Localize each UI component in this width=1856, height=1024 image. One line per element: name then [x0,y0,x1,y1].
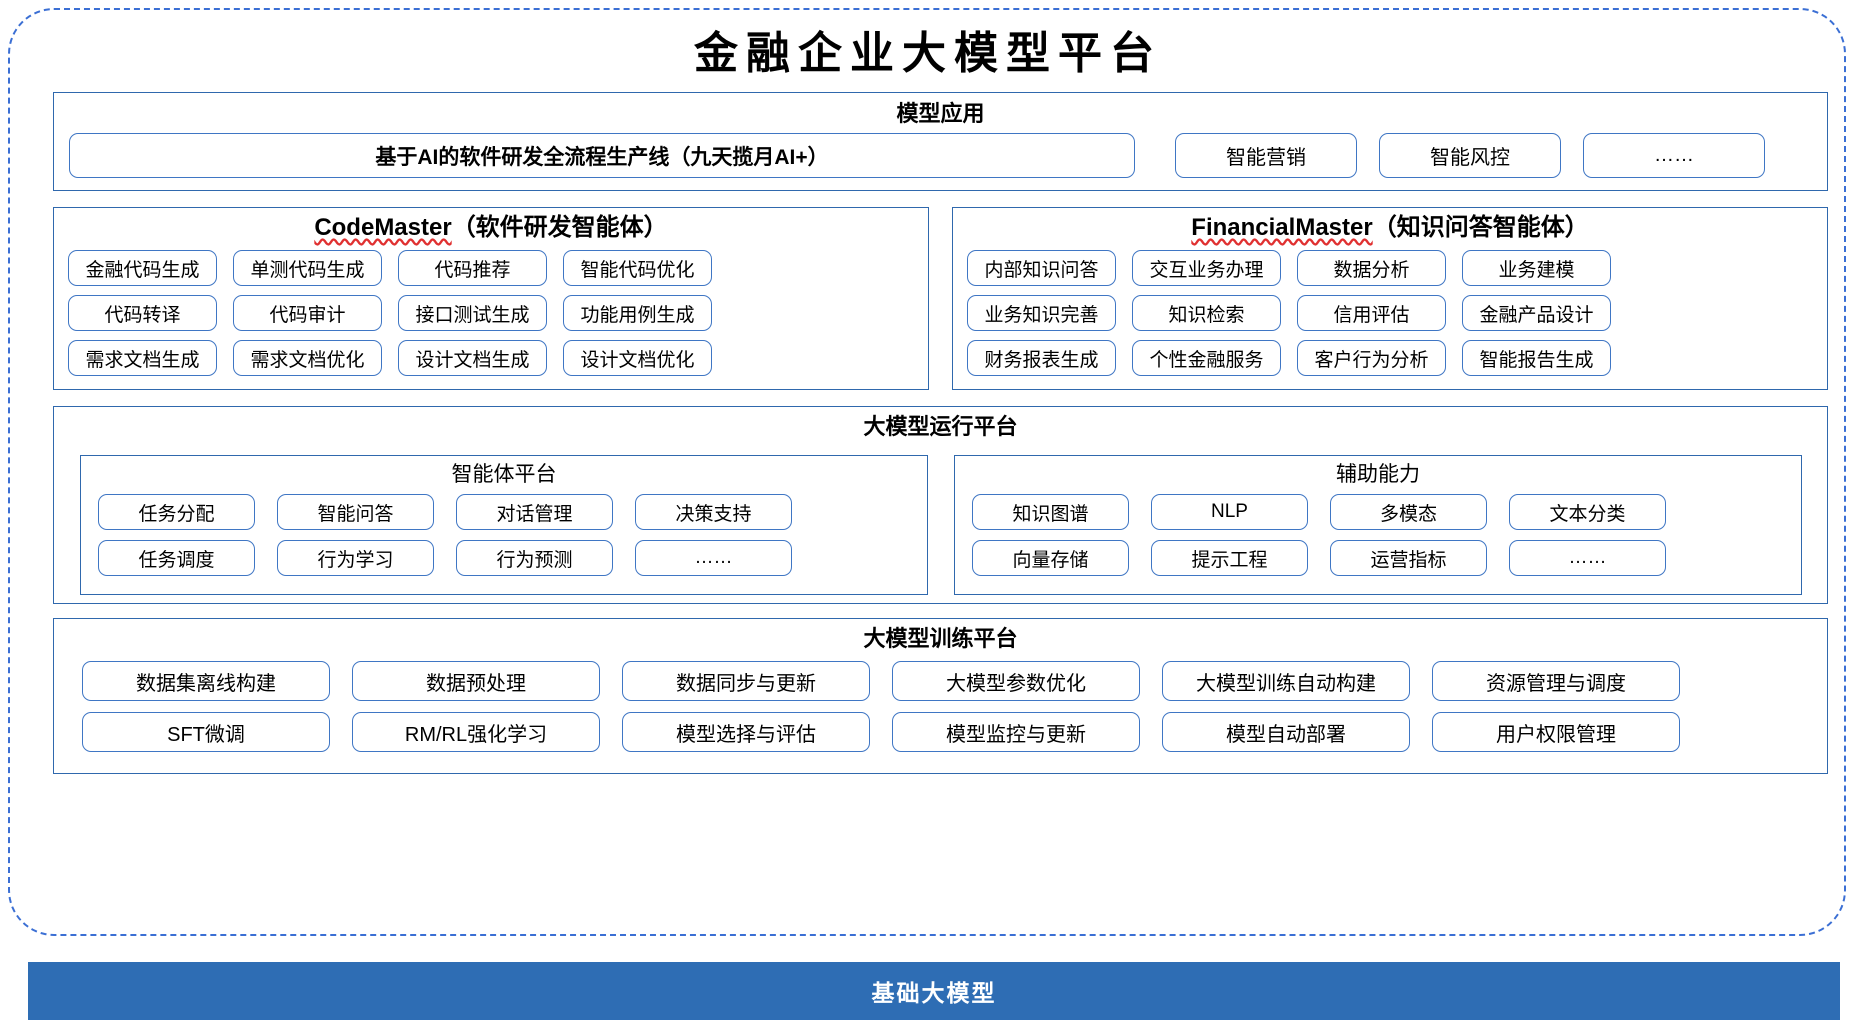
financialmaster-panel: FinancialMaster（知识问答智能体） 内部知识问答 交互业务办理 数… [952,207,1828,390]
capability-chip[interactable]: SFT微调 [82,712,330,752]
capability-row: 代码转译 代码审计 接口测试生成 功能用例生成 [68,295,916,331]
financialmaster-name-suffix: （知识问答智能体） [1372,214,1589,241]
capability-chip[interactable]: RM/RL强化学习 [352,712,600,752]
capability-chip[interactable]: 智能报告生成 [1462,340,1611,376]
codemaster-title: CodeMaster（软件研发智能体） [54,211,928,245]
capability-chip[interactable]: …… [1509,540,1666,576]
runtime-platform-panel: 大模型运行平台 智能体平台 任务分配 智能问答 对话管理 决策支持 任务调度 行… [53,406,1828,604]
capability-chip[interactable]: NLP [1151,494,1308,530]
capability-chip[interactable]: 知识图谱 [972,494,1129,530]
capability-chip[interactable]: 个性金融服务 [1132,340,1281,376]
capability-chip[interactable]: 智能问答 [277,494,434,530]
capability-chip[interactable]: 代码推荐 [398,250,547,286]
capability-chip[interactable]: 交互业务办理 [1132,250,1281,286]
capability-row: 金融代码生成 单测代码生成 代码推荐 智能代码优化 [68,250,916,286]
capability-chip[interactable]: 模型自动部署 [1162,712,1410,752]
capability-chip[interactable]: 设计文档生成 [398,340,547,376]
agent-platform-section: 智能体平台 任务分配 智能问答 对话管理 决策支持 任务调度 行为学习 行为预测… [80,455,928,595]
auxiliary-capability-grid: 知识图谱 NLP 多模态 文本分类 向量存储 提示工程 运营指标 …… [972,494,1666,576]
capability-chip[interactable]: 金融产品设计 [1462,295,1611,331]
model-application-chip-group: 智能营销 智能风控 …… [1175,133,1765,178]
training-platform-title: 大模型训练平台 [863,626,1018,651]
capability-chip[interactable]: 文本分类 [1509,494,1666,530]
capability-row: 任务调度 行为学习 行为预测 …… [98,540,792,576]
capability-row: 任务分配 智能问答 对话管理 决策支持 [98,494,792,530]
codemaster-capability-grid: 金融代码生成 单测代码生成 代码推荐 智能代码优化 代码转译 代码审计 接口测试… [68,250,916,376]
capability-chip[interactable]: 代码转译 [68,295,217,331]
foundation-model-bar: 基础大模型 [28,962,1840,1020]
agent-platform-title: 智能体平台 [451,463,557,486]
capability-row: 向量存储 提示工程 运营指标 …… [972,540,1666,576]
capability-chip[interactable]: 设计文档优化 [563,340,712,376]
runtime-platform-title: 大模型运行平台 [863,414,1018,439]
outer-dashed-frame [8,8,1846,936]
capability-chip[interactable]: 运营指标 [1330,540,1487,576]
capability-row: 需求文档生成 需求文档优化 设计文档生成 设计文档优化 [68,340,916,376]
capability-chip[interactable]: 客户行为分析 [1297,340,1446,376]
capability-chip[interactable]: 模型监控与更新 [892,712,1140,752]
page-title: 金融企业大模型平台 [694,28,1162,79]
capability-chip[interactable]: 用户权限管理 [1432,712,1680,752]
model-application-panel: 模型应用 基于AI的软件研发全流程生产线（九天揽月AI+） 智能营销 智能风控 … [53,92,1828,191]
training-platform-grid: 数据集离线构建 数据预处理 数据同步与更新 大模型参数优化 大模型训练自动构建 … [82,661,1680,752]
capability-chip[interactable]: 对话管理 [456,494,613,530]
auxiliary-capability-title: 辅助能力 [1336,463,1420,486]
capability-row: 数据集离线构建 数据预处理 数据同步与更新 大模型参数优化 大模型训练自动构建 … [82,661,1680,701]
capability-chip[interactable]: 模型选择与评估 [622,712,870,752]
capability-chip[interactable]: 大模型训练自动构建 [1162,661,1410,701]
model-application-title: 模型应用 [896,101,985,126]
training-platform-panel: 大模型训练平台 数据集离线构建 数据预处理 数据同步与更新 大模型参数优化 大模… [53,618,1828,774]
capability-chip[interactable]: 业务建模 [1462,250,1611,286]
capability-chip[interactable]: 财务报表生成 [967,340,1116,376]
capability-chip[interactable]: 决策支持 [635,494,792,530]
capability-row: 财务报表生成 个性金融服务 客户行为分析 智能报告生成 [967,340,1815,376]
agent-platform-grid: 任务分配 智能问答 对话管理 决策支持 任务调度 行为学习 行为预测 …… [98,494,792,576]
capability-chip[interactable]: 信用评估 [1297,295,1446,331]
capability-chip[interactable]: 数据分析 [1297,250,1446,286]
capability-chip[interactable]: 数据预处理 [352,661,600,701]
capability-chip[interactable]: 需求文档优化 [233,340,382,376]
financialmaster-capability-grid: 内部知识问答 交互业务办理 数据分析 业务建模 业务知识完善 知识检索 信用评估… [967,250,1815,376]
codemaster-name-suffix: （软件研发智能体） [451,214,668,241]
financialmaster-name: FinancialMaster [1191,214,1373,241]
capability-chip[interactable]: 多模态 [1330,494,1487,530]
capability-chip[interactable]: 接口测试生成 [398,295,547,331]
capability-chip[interactable]: 行为学习 [277,540,434,576]
model-application-chip[interactable]: 智能风控 [1379,133,1561,178]
capability-chip[interactable]: 内部知识问答 [967,250,1116,286]
capability-chip[interactable]: 向量存储 [972,540,1129,576]
capability-chip[interactable]: …… [635,540,792,576]
capability-chip[interactable]: 金融代码生成 [68,250,217,286]
capability-row: 内部知识问答 交互业务办理 数据分析 业务建模 [967,250,1815,286]
capability-row: 知识图谱 NLP 多模态 文本分类 [972,494,1666,530]
model-application-banner[interactable]: 基于AI的软件研发全流程生产线（九天揽月AI+） [69,133,1135,178]
model-application-chip[interactable]: …… [1583,133,1765,178]
financialmaster-title: FinancialMaster（知识问答智能体） [953,211,1827,245]
capability-row: SFT微调 RM/RL强化学习 模型选择与评估 模型监控与更新 模型自动部署 用… [82,712,1680,752]
capability-chip[interactable]: 提示工程 [1151,540,1308,576]
capability-chip[interactable]: 单测代码生成 [233,250,382,286]
capability-chip[interactable]: 代码审计 [233,295,382,331]
capability-chip[interactable]: 功能用例生成 [563,295,712,331]
foundation-model-label: 基础大模型 [871,980,997,1006]
capability-chip[interactable]: 智能代码优化 [563,250,712,286]
capability-chip[interactable]: 业务知识完善 [967,295,1116,331]
capability-chip[interactable]: 资源管理与调度 [1432,661,1680,701]
capability-row: 业务知识完善 知识检索 信用评估 金融产品设计 [967,295,1815,331]
capability-chip[interactable]: 大模型参数优化 [892,661,1140,701]
capability-chip[interactable]: 知识检索 [1132,295,1281,331]
capability-chip[interactable]: 任务分配 [98,494,255,530]
model-application-chip[interactable]: 智能营销 [1175,133,1357,178]
capability-chip[interactable]: 行为预测 [456,540,613,576]
auxiliary-capability-section: 辅助能力 知识图谱 NLP 多模态 文本分类 向量存储 提示工程 运营指标 …… [954,455,1802,595]
codemaster-name: CodeMaster [314,214,452,241]
model-application-row: 基于AI的软件研发全流程生产线（九天揽月AI+） 智能营销 智能风控 …… [69,133,1814,178]
capability-chip[interactable]: 任务调度 [98,540,255,576]
capability-chip[interactable]: 需求文档生成 [68,340,217,376]
codemaster-panel: CodeMaster（软件研发智能体） 金融代码生成 单测代码生成 代码推荐 智… [53,207,929,390]
capability-chip[interactable]: 数据集离线构建 [82,661,330,701]
capability-chip[interactable]: 数据同步与更新 [622,661,870,701]
